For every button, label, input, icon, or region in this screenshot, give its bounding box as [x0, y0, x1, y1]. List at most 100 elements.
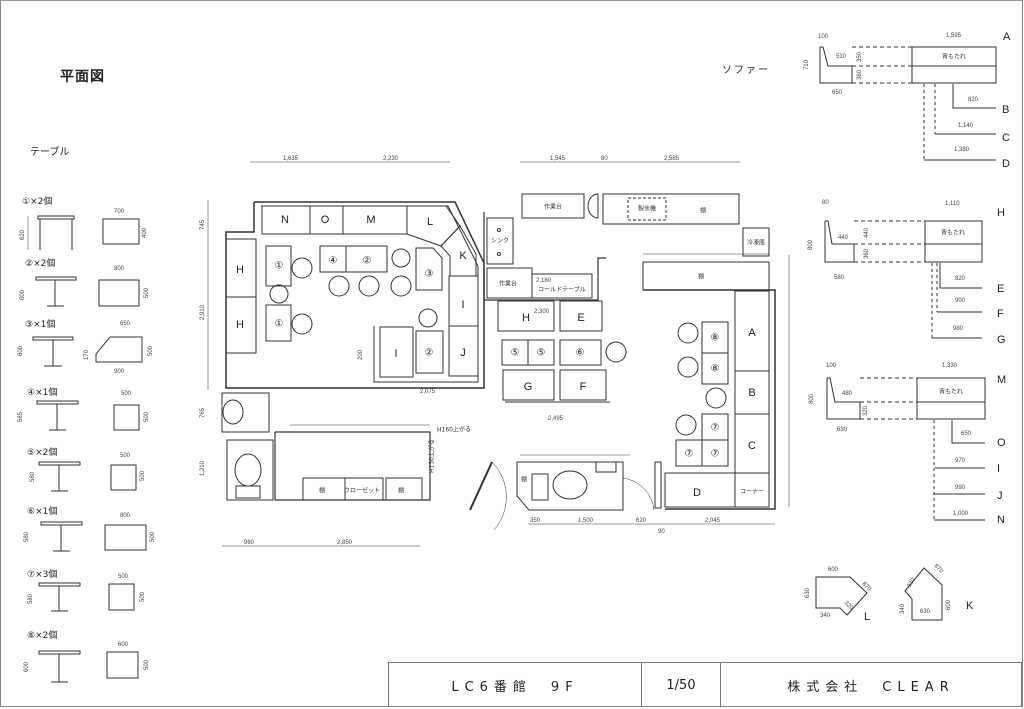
cold-table-label: コールドテーブル — [538, 286, 586, 294]
table-5-width: 500 — [120, 453, 131, 459]
seat-F — [559, 369, 607, 401]
sofa-B-len: 820 — [968, 97, 979, 103]
table-label: ⑤ — [511, 348, 520, 359]
shelf-top — [602, 193, 740, 225]
dim-bottom-1: 960 — [244, 540, 255, 546]
shelf-corridor-label: 棚 — [319, 487, 325, 495]
table-4-height: 585 — [18, 411, 24, 422]
sofa-2-plan — [924, 220, 983, 263]
washbasin-room — [221, 392, 270, 433]
sofa-3-length: 1,330 — [942, 363, 958, 369]
sofa-2-back-label: 背もたれ — [941, 229, 965, 237]
washbasin — [222, 399, 244, 425]
dim-top-4: 80 — [601, 156, 608, 162]
sofa-2-back-h: 440 — [864, 227, 870, 238]
seat-L — [406, 205, 461, 247]
table-label: ⑧ — [711, 333, 720, 344]
sofa-3-plan — [916, 377, 986, 420]
table-7-plan — [108, 583, 135, 611]
table-4-elevation — [36, 400, 79, 405]
table-7-height: 580 — [28, 593, 34, 604]
seat-E-label: E — [577, 312, 584, 324]
toilet-shelf-label: 棚 — [521, 476, 527, 484]
table-6 — [559, 339, 602, 366]
table-1-depth: 400 — [142, 227, 148, 238]
sofa-E-len: 820 — [955, 276, 966, 282]
sofa-J-id: J — [997, 490, 1003, 502]
sofa-2-seat: 440 — [838, 235, 849, 241]
dim-left-2: 2,910 — [200, 304, 206, 320]
sofa-1-depth: 650 — [832, 90, 843, 96]
stools-right — [675, 322, 727, 436]
table-label: ④ — [329, 256, 338, 267]
seat-G — [502, 369, 555, 401]
sofa-3-depth: 630 — [837, 427, 848, 433]
table-label: ② — [363, 256, 372, 267]
table-4-label: ④×1個 — [27, 386, 57, 398]
dim-bottom-3: 350 — [530, 518, 541, 524]
sofa-O-len: 650 — [961, 431, 972, 437]
sofa-2-length: 1,110 — [945, 201, 960, 207]
corner-L-dim: 340 — [820, 613, 831, 619]
toilet-room-right — [516, 461, 624, 511]
dim: 2,495 — [548, 416, 564, 422]
sofa-1-section — [819, 46, 853, 84]
sofa-details: 背もたれ 100 710 510 350 360 650 1,595 820 1… — [804, 31, 1011, 623]
ice-maker-label: 製氷機 — [638, 205, 656, 213]
table-6-elevation — [40, 521, 83, 526]
shelf-corridor-2 — [385, 477, 423, 501]
sofa-1-top: 100 — [818, 34, 829, 40]
seat-L-label: L — [427, 216, 433, 228]
company-name: 株式会社 CLEAR — [720, 663, 1022, 707]
seat-I1-label: I — [461, 299, 464, 311]
sofa-N-id: N — [997, 514, 1005, 526]
table-2-height: 600 — [20, 289, 26, 300]
seat-I-2 — [379, 326, 414, 378]
dim-bottom-2: 2,850 — [337, 540, 353, 546]
sofa-M-id: M — [997, 374, 1006, 386]
table-7-width: 500 — [118, 574, 129, 580]
table-2b — [415, 330, 444, 374]
toilet-room-left — [226, 439, 274, 501]
table-5-depth: 500 — [140, 470, 146, 481]
seat-E — [559, 300, 603, 332]
table-6-width: 800 — [120, 513, 131, 519]
sofa-G-id: G — [997, 334, 1006, 346]
sofa-1-back-label: 背もたれ — [942, 53, 966, 61]
corner-L-dim: 630 — [805, 587, 811, 598]
dim-top-1: 1,635 — [283, 156, 299, 162]
sofa-2-height: 800 — [808, 239, 814, 250]
dim-bottom-6: 90 — [658, 529, 665, 535]
corner-K-dim: 600 — [946, 599, 952, 610]
corner-seat — [734, 472, 770, 508]
dim-left-1: 745 — [200, 219, 206, 230]
table-section-label: テーブル — [30, 147, 70, 158]
sofa-F-id: F — [997, 308, 1004, 320]
entrance-door — [469, 461, 493, 511]
sofa-1-plan — [911, 46, 997, 84]
shelf-main-label: 棚 — [698, 273, 704, 281]
sofa-1-back-h: 350 — [857, 51, 863, 62]
closet — [344, 477, 384, 501]
table-7-depth: 500 — [140, 591, 146, 602]
table-label: ⑧ — [711, 364, 720, 375]
table-label: ⑥ — [576, 348, 585, 359]
sofa-G-len: 980 — [953, 326, 964, 332]
dim-top-2: 2,230 — [383, 156, 399, 162]
sofa-I-id: I — [997, 463, 1000, 475]
seat-J-label: J — [460, 347, 466, 359]
table-label: ⑦ — [685, 449, 694, 460]
table-2-width: 800 — [114, 266, 125, 272]
closet-label: クローゼット — [344, 487, 380, 495]
seat-J — [448, 325, 479, 377]
dim: 200 — [358, 349, 364, 360]
sofa-C-len: 1,140 — [958, 123, 974, 129]
sofa-3-height: 800 — [809, 393, 815, 404]
title-block: LC6番館 9F 1/50 株式会社 CLEAR — [388, 662, 1022, 707]
sofa-A-id: A — [1003, 31, 1011, 43]
seat-M-label: M — [366, 214, 375, 226]
table-3-label: ③×1個 — [25, 318, 55, 330]
table-8-depth: 500 — [144, 659, 150, 670]
table-7-label: ⑦×3個 — [27, 568, 57, 580]
